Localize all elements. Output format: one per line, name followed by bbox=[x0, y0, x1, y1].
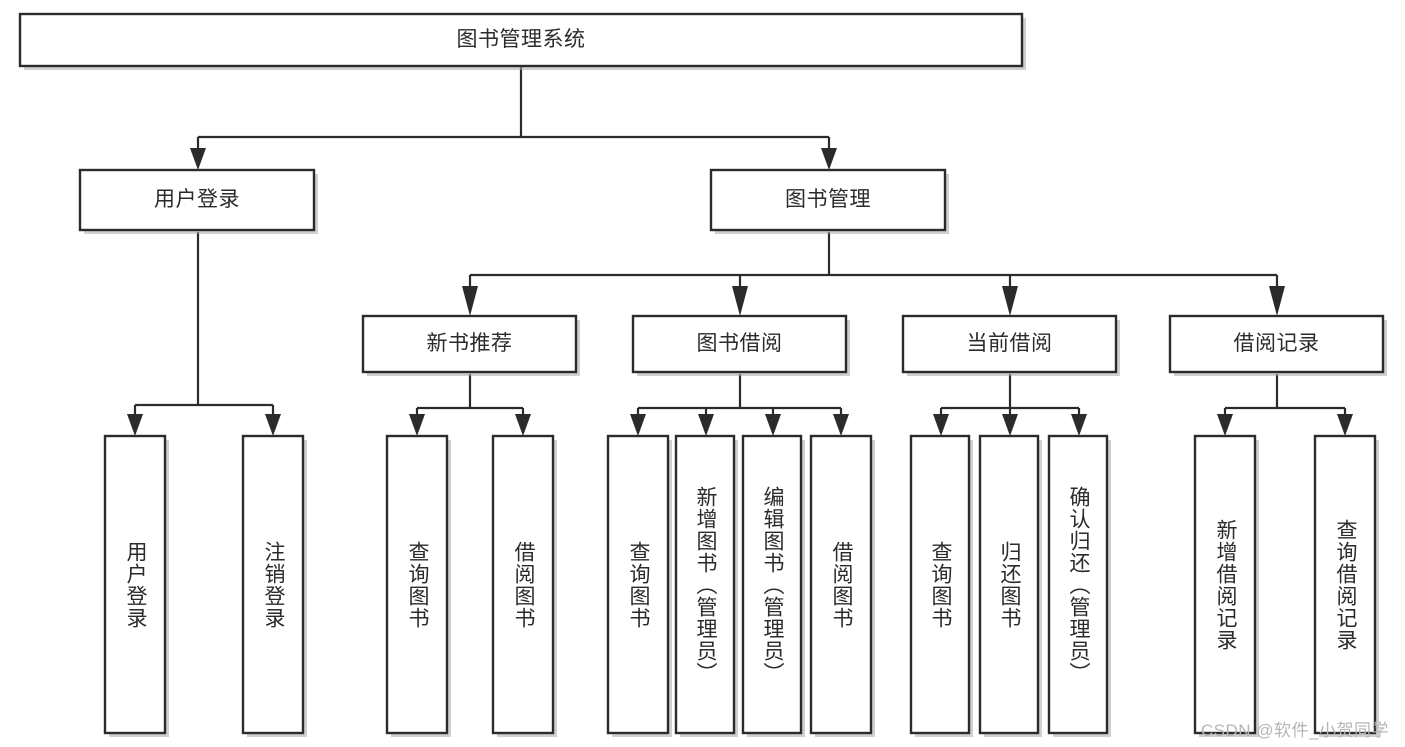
node-current-borrow-box[interactable] bbox=[901, 314, 1118, 374]
arrow-to-leaf-edit-book bbox=[765, 414, 781, 436]
arrow-to-leaf-user-login bbox=[127, 414, 143, 436]
node-leaf-query-book-2-box[interactable] bbox=[606, 434, 670, 735]
node-leaf-add-record-box[interactable] bbox=[1193, 434, 1257, 735]
watermark-text: CSDN @软件_小贺同学 bbox=[1200, 721, 1389, 740]
node-leaf-confirm-return-box[interactable] bbox=[1047, 434, 1109, 735]
connector-group-borrow-record bbox=[1217, 374, 1353, 436]
arrow-to-new-book-recommend bbox=[462, 286, 478, 316]
connector-group-book-manage bbox=[462, 232, 1285, 316]
arrow-to-book-manage bbox=[821, 148, 837, 170]
arrow-to-leaf-query-book-2 bbox=[630, 414, 646, 436]
node-leaf-query-book-1-box[interactable] bbox=[385, 434, 449, 735]
connector-group-current-borrow bbox=[933, 374, 1087, 436]
node-root-box[interactable] bbox=[18, 12, 1024, 68]
connector-group-user-login bbox=[127, 232, 281, 436]
node-new-book-recommend-box[interactable] bbox=[361, 314, 578, 374]
arrow-to-borrow-record bbox=[1269, 286, 1285, 316]
node-book-manage-box[interactable] bbox=[709, 168, 947, 232]
box-group-leaves bbox=[103, 434, 1379, 737]
node-book-borrow-box[interactable] bbox=[631, 314, 848, 374]
arrow-to-leaf-query-book-1 bbox=[409, 414, 425, 436]
box-group-level3 bbox=[361, 314, 1387, 376]
node-leaf-edit-book-box[interactable] bbox=[741, 434, 803, 735]
arrow-to-leaf-add-record bbox=[1217, 414, 1233, 436]
arrow-to-leaf-query-book-3 bbox=[933, 414, 949, 436]
node-leaf-borrow-book-2-box[interactable] bbox=[809, 434, 873, 735]
connector-group-book-borrow bbox=[630, 374, 849, 436]
box-group-root bbox=[18, 12, 1026, 70]
node-leaf-borrow-book-1-box[interactable] bbox=[491, 434, 555, 735]
node-leaf-user-logout-box[interactable] bbox=[241, 434, 305, 735]
connector-group-new-book-recommend bbox=[409, 374, 531, 436]
node-leaf-add-book-box[interactable] bbox=[674, 434, 736, 735]
arrow-to-leaf-user-logout bbox=[265, 414, 281, 436]
arrow-to-leaf-return-book bbox=[1002, 414, 1018, 436]
arrow-to-user-login bbox=[190, 148, 206, 170]
box-group-level2 bbox=[78, 168, 949, 234]
node-leaf-query-record-box[interactable] bbox=[1313, 434, 1377, 735]
connector-group-root bbox=[190, 66, 837, 170]
arrow-to-leaf-borrow-book-2 bbox=[833, 414, 849, 436]
node-leaf-query-book-3-box[interactable] bbox=[909, 434, 971, 735]
arrow-to-leaf-borrow-book-1 bbox=[515, 414, 531, 436]
node-borrow-record-box[interactable] bbox=[1168, 314, 1385, 374]
node-leaf-user-login-box[interactable] bbox=[103, 434, 167, 735]
arrow-to-current-borrow bbox=[1002, 286, 1018, 316]
arrow-to-leaf-query-record bbox=[1337, 414, 1353, 436]
arrow-to-book-borrow bbox=[732, 286, 748, 316]
node-user-login-box[interactable] bbox=[78, 168, 316, 232]
arrow-to-leaf-confirm-return bbox=[1071, 414, 1087, 436]
node-leaf-return-book-box[interactable] bbox=[978, 434, 1040, 735]
arrow-to-leaf-add-book bbox=[698, 414, 714, 436]
